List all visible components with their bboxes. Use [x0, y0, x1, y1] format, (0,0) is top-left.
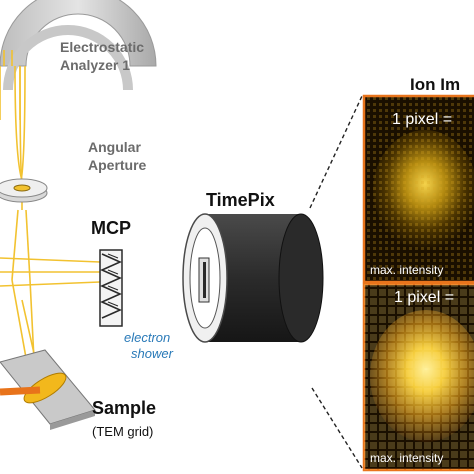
electrostatic-analyzer: [0, 0, 157, 91]
ion-image-title: Ion Im: [410, 75, 460, 94]
sample-label: Sample: [92, 398, 156, 418]
zoom-guide-lines: [309, 95, 363, 469]
angular-aperture: [0, 178, 48, 203]
sample-sub-label: (TEM grid): [92, 424, 153, 439]
shower-label-line2: shower: [131, 346, 174, 361]
aperture-label-line1: Angular: [88, 139, 141, 155]
mcp-label: MCP: [91, 218, 131, 238]
ion-image-panel-bottom: [362, 282, 474, 472]
aperture-label-line2: Aperture: [88, 157, 147, 173]
panel-top-pixel-label: 1 pixel =: [392, 111, 452, 128]
mcp-plates: [99, 249, 123, 327]
ion-image-panel-top: [362, 94, 474, 284]
panel-top-intensity-label: max. intensity: [370, 263, 443, 277]
esa-label-line1: Electrostatic: [60, 39, 144, 55]
timepix-detector: [182, 213, 324, 343]
panel-bottom-intensity-label: max. intensity: [370, 451, 443, 465]
sample-tem-grid: [0, 349, 96, 430]
panel-bottom-pixel-label: 1 pixel =: [394, 289, 454, 306]
shower-label-line1: electron: [124, 330, 170, 345]
esa-label-line2: Analyzer 1: [60, 57, 130, 73]
ion-beam-paths: [0, 50, 101, 381]
timepix-label: TimePix: [206, 190, 275, 210]
